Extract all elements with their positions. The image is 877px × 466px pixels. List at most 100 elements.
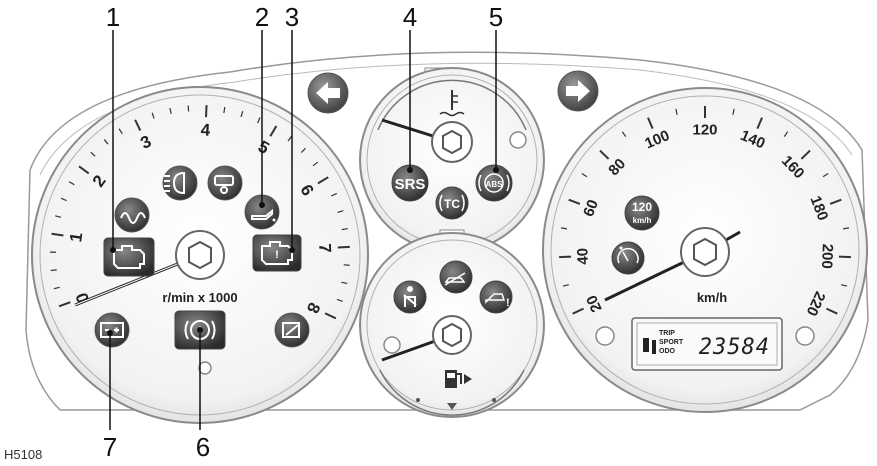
hill-descent-icon [439, 260, 473, 294]
tachometer-tick [151, 112, 155, 119]
srs-label: SRS [395, 176, 426, 193]
speedometer-tick [581, 173, 588, 178]
abs-label: ABS [486, 180, 504, 189]
speedometer-tick [826, 307, 838, 315]
tachometer-scale [50, 105, 350, 320]
figure-code: H5108 [4, 447, 43, 462]
tachometer-tick [50, 269, 57, 272]
fuel-pump-icon [445, 370, 472, 388]
speedometer-tick [562, 284, 570, 287]
odometer-mode-trip: TRIP [659, 330, 675, 337]
speed-control-icon [611, 241, 645, 275]
speedometer-tick [800, 149, 811, 160]
tachometer-tick-label: 4 [200, 120, 211, 139]
callout-7: 7 [103, 432, 117, 462]
battery-icon [94, 312, 130, 348]
speedometer-tick-label: 200 [818, 243, 836, 269]
svg-text:!: ! [506, 297, 510, 309]
speedometer-tick [675, 108, 678, 115]
tachometer-tick [68, 181, 75, 186]
speedometer-tick [568, 198, 581, 205]
speed-limit-unit: km/h [633, 216, 652, 225]
traction-control-icon: TC [435, 186, 469, 220]
trailer-icon [207, 165, 243, 201]
callout-4: 4 [403, 2, 417, 32]
tachometer-tick [341, 227, 348, 231]
callout-2: 2 [255, 2, 269, 32]
oil-can-icon [244, 194, 280, 230]
tachometer-tick [317, 176, 329, 185]
cruise-indicator-icon [274, 312, 310, 348]
speedometer-tick [621, 131, 627, 137]
speedometer-tick [647, 117, 654, 130]
main-beam-icon [162, 165, 198, 201]
tc-label: TC [444, 197, 460, 211]
fuel-gauge: ! [359, 229, 545, 418]
tachometer-tick [60, 197, 67, 202]
tachometer-reset-button [198, 361, 212, 375]
temperature-gauge: SRS TC ABS [359, 67, 545, 257]
speedometer-tick-label: 40 [574, 248, 592, 265]
tachometer-tick [312, 161, 319, 167]
seatbelt-icon [393, 280, 427, 314]
tachometer-tick [337, 245, 350, 249]
tachometer-tick [134, 119, 142, 132]
glow-plug-icon [114, 197, 150, 233]
tachometer-tick [337, 210, 344, 214]
tachometer-unit-label: r/min x 1000 [162, 290, 237, 305]
tachometer-tick [240, 111, 244, 118]
tachometer-tick-label: 1 [66, 231, 86, 243]
tachometer-tick-label: 7 [315, 243, 334, 253]
tachometer-tick [51, 232, 64, 237]
speedometer-tick [599, 149, 610, 160]
svg-text:!: ! [275, 249, 279, 261]
speed-limit-badge: 120 km/h [624, 195, 660, 231]
tachometer-tick [90, 151, 96, 157]
engine-warning-icon: ! [252, 234, 302, 272]
speedometer-tick [783, 131, 789, 137]
odometer-display: TRIP SPORT ODO 23584 [631, 317, 783, 371]
speedometer-unit-label: km/h [697, 290, 727, 305]
engine-icon [103, 237, 155, 277]
speedometer-scale [559, 106, 851, 315]
callout-1: 1 [106, 2, 120, 32]
tachometer-tick [257, 117, 261, 124]
thermometer-icon [439, 90, 465, 117]
speedometer-tick [572, 307, 584, 315]
abs-warning-icon: ABS [475, 164, 513, 202]
odometer-mode-sport: SPORT [659, 339, 684, 346]
speedometer-tick [560, 227, 568, 230]
arrow-right-icon [557, 70, 599, 112]
tachometer-tick [269, 125, 278, 137]
tachometer-tick [55, 215, 62, 218]
tachometer-tick [223, 106, 226, 114]
speedometer-tick-label: 60 [580, 197, 602, 219]
speedometer-tick-label: 120 [692, 122, 717, 139]
tachometer-tick [287, 135, 293, 142]
tachometer-tick [53, 286, 60, 290]
binnacle-outline [25, 51, 869, 411]
tachometer-tick [78, 165, 90, 175]
tachometer-tick [336, 298, 343, 302]
tachometer-tick [169, 107, 172, 115]
speedometer-tick [756, 117, 763, 130]
odometer-reading: 23584 [699, 335, 770, 360]
speedometer-tick-label: 20 [583, 292, 605, 314]
callout-5: 5 [489, 2, 503, 32]
speedometer-tick [829, 198, 842, 205]
odometer-mode-odo: ODO [659, 348, 676, 355]
tachometer-tick [205, 105, 208, 118]
callout-6: 6 [196, 432, 210, 462]
tachometer-tick [331, 192, 338, 197]
tachometer-tick [58, 301, 71, 308]
arrow-left-icon [307, 72, 349, 114]
speedometer-tick [822, 173, 829, 178]
speedometer-tick [840, 284, 848, 287]
speed-limit-value: 120 [632, 200, 652, 214]
callouts: 1 2 3 4 5 6 7 [103, 2, 503, 462]
vehicle-warning-icon: ! [479, 280, 513, 314]
speedometer-tick [732, 108, 735, 115]
